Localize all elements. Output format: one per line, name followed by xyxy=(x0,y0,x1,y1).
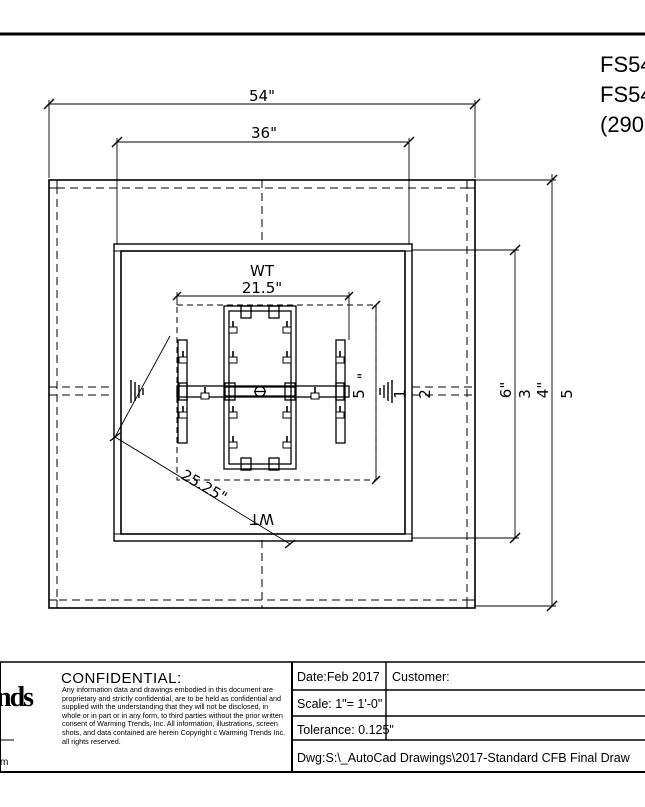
dim-small-2: 2 xyxy=(416,389,434,399)
dim-21-5: 21.5" xyxy=(242,279,282,297)
label-wt-bottom: WT xyxy=(249,510,274,528)
dim-burner-height: 5 xyxy=(350,389,368,399)
dim-burner-height-mark: " xyxy=(356,373,372,379)
vent-right xyxy=(379,380,393,403)
vent-left xyxy=(130,380,144,403)
tolerance-field: Tolerance: 0.125" xyxy=(297,723,394,737)
drawing-title-line-2: FS54 xyxy=(600,82,645,107)
burner-jets xyxy=(178,320,345,449)
label-wt-top: WT xyxy=(250,262,275,280)
dim-54: 54" xyxy=(249,87,275,105)
date-field: Date:Feb 2017 xyxy=(297,670,380,684)
h-burner xyxy=(176,305,350,471)
dim-right-3: 3 xyxy=(516,389,534,399)
confidential-body: Any information data and drawings embodi… xyxy=(62,685,286,746)
drawing-title-line-1: FS54 xyxy=(600,52,645,77)
inner-pan xyxy=(113,243,413,542)
dim-36: 36" xyxy=(251,124,277,142)
dim-right-5: 5 xyxy=(558,389,576,399)
customer-field: Customer: xyxy=(392,670,450,684)
dwg-path-field: Dwg:S:\_AutoCad Drawings\2017-Standard C… xyxy=(297,751,630,765)
outer-table xyxy=(48,179,476,609)
company-logo-sub: m xyxy=(0,757,9,768)
dimension-lines xyxy=(43,98,558,612)
dim-right-4: 4" xyxy=(534,382,552,398)
title-block-grid xyxy=(0,661,645,772)
confidential-title: CONFIDENTIAL: xyxy=(61,670,182,687)
scale-field: Scale: 1"= 1'-0" xyxy=(297,697,383,711)
dim-25-25: 25.25" xyxy=(178,466,230,507)
dim-small-1: 1 xyxy=(391,389,409,399)
dim-right-6: 6" xyxy=(497,382,515,398)
company-logo: nds xyxy=(0,682,34,713)
drawing-title-line-3: (290 xyxy=(600,112,645,137)
